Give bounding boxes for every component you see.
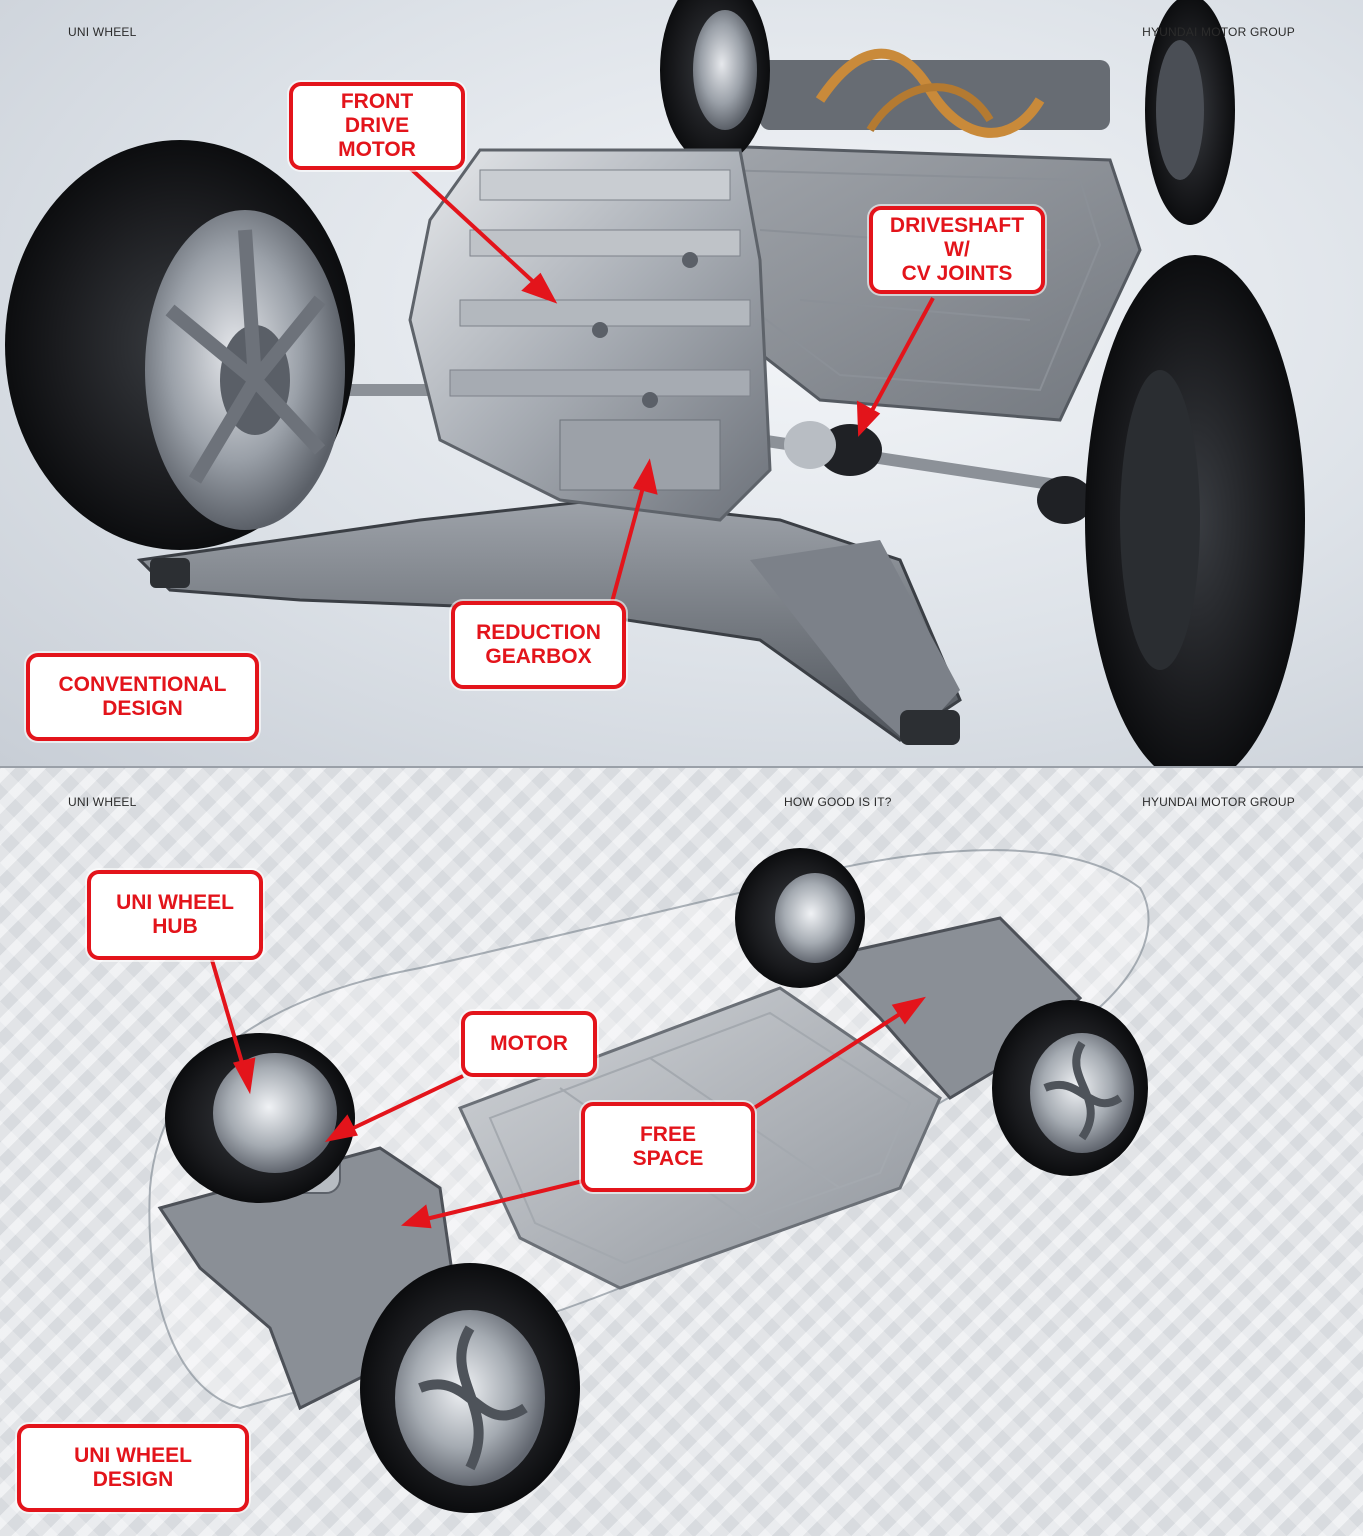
front-subframe <box>136 498 962 745</box>
uni-wheel-chassis-render <box>148 848 1150 1513</box>
uni-wheel-design-panel: UNI WHEEL HOW GOOD IS IT? HYUNDAI MOTOR … <box>0 768 1363 1536</box>
callout-arrows-top <box>408 166 935 603</box>
front-right-wheel <box>360 1263 580 1513</box>
arrow-head-hub <box>232 1057 256 1095</box>
rear-left-wheel <box>735 848 865 988</box>
rear-right-wheel <box>1145 0 1235 225</box>
rear-axle-assembly <box>760 48 1110 138</box>
callout-arrows-bottom <box>210 959 926 1229</box>
front-left-wheel <box>165 1033 355 1203</box>
arrow-head-free-space-rear <box>891 996 926 1025</box>
label-free-space: FREE SPACE <box>581 1102 755 1192</box>
conventional-design-panel: UNI WHEEL HYUNDAI MOTOR GROUP FRONT DRIV… <box>0 0 1363 766</box>
rear-right-wheel <box>992 1000 1148 1176</box>
arrow-head-motor <box>324 1114 358 1143</box>
section-title: HOW GOOD IS IT? <box>784 795 892 809</box>
brand-label-left: UNI WHEEL <box>68 25 137 39</box>
label-motor: MOTOR <box>461 1011 597 1077</box>
label-uni-wheel-hub: UNI WHEEL HUB <box>87 870 263 960</box>
rear-left-wheel <box>660 0 770 165</box>
brand-label-left: UNI WHEEL <box>68 795 137 809</box>
front-right-wheel <box>1085 255 1305 766</box>
arrow-head-free-space-front <box>401 1204 432 1229</box>
label-conventional-design: CONVENTIONAL DESIGN <box>26 653 259 741</box>
panel-divider <box>0 766 1363 768</box>
brand-label-right: HYUNDAI MOTOR GROUP <box>1142 25 1295 39</box>
arrow-head-driveshaft <box>856 400 881 437</box>
conventional-chassis-render <box>5 0 1305 766</box>
arrow-head-gearbox <box>632 458 658 495</box>
label-reduction-gearbox: REDUCTION GEARBOX <box>451 601 626 689</box>
front-drive-motor-block <box>408 148 772 522</box>
front-left-wheel <box>5 140 355 550</box>
label-front-drive-motor: FRONT DRIVE MOTOR <box>289 82 465 170</box>
brand-label-right: HYUNDAI MOTOR GROUP <box>1142 795 1295 809</box>
label-uni-wheel-design: UNI WHEEL DESIGN <box>17 1424 249 1512</box>
arrow-head-motor <box>521 272 558 304</box>
label-driveshaft-cv-joints: DRIVESHAFT W/ CV JOINTS <box>869 206 1045 294</box>
